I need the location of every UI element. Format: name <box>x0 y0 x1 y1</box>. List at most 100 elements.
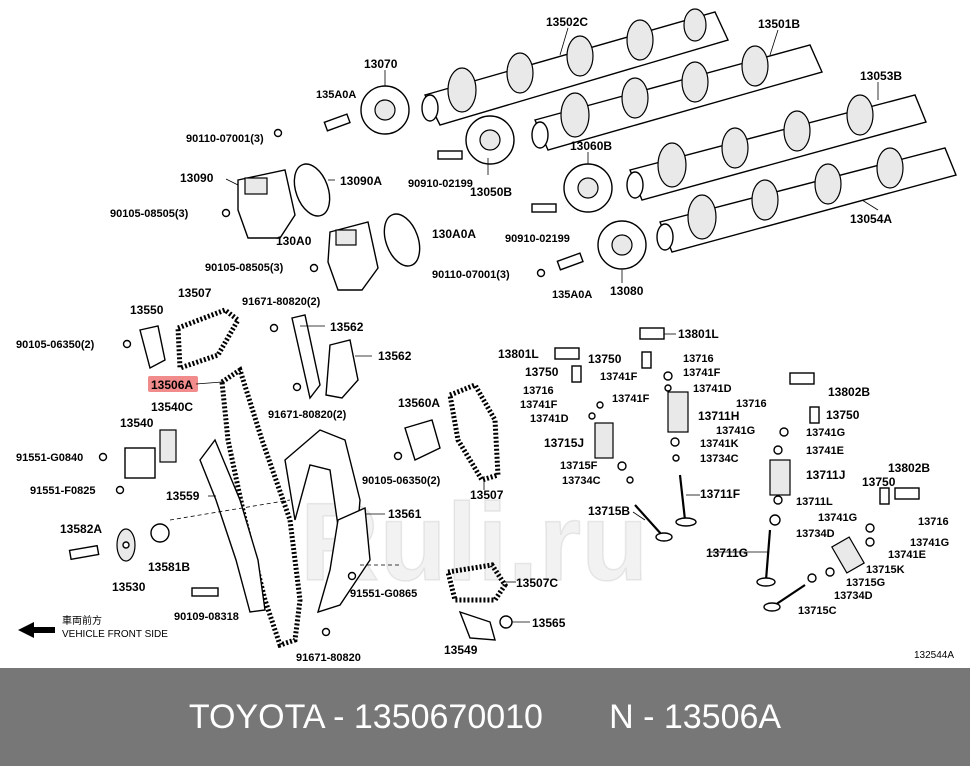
small-valve-parts[interactable] <box>588 371 875 583</box>
camshaft-13054A[interactable] <box>656 147 957 253</box>
timing-chain-13506A[interactable] <box>219 366 303 649</box>
camshaft-13053B[interactable] <box>626 94 927 201</box>
label-13711H: 13711H <box>698 409 739 423</box>
label-13741G-b: 13741G <box>806 427 845 439</box>
label-13734C-b: 13734C <box>562 475 601 487</box>
vvt-valve-135A0A-bottom[interactable] <box>556 252 584 271</box>
label-90105-08505-b: 90105-08505(3) <box>205 262 284 274</box>
cam-timing-gear-13080[interactable] <box>597 220 647 270</box>
label-13502C: 13502C <box>546 15 588 29</box>
bolt-90910-a[interactable] <box>437 150 463 160</box>
tensioner-13550[interactable] <box>139 325 166 370</box>
label-91551-G0840: 91551-G0840 <box>16 452 83 464</box>
label-13741G-c: 13741G <box>818 512 857 524</box>
label-13802B-b: 13802B <box>888 461 930 475</box>
label-13801L-b: 13801L <box>498 347 539 361</box>
label-135A0A-top: 135A0A <box>316 89 356 101</box>
chain-tensioner-13562[interactable] <box>291 314 359 400</box>
label-13560A: 13560A <box>398 396 440 410</box>
valve-13715C[interactable] <box>763 584 806 612</box>
bolts[interactable] <box>98 128 546 637</box>
label-13741F-c: 13741F <box>683 367 721 379</box>
label-90105-06350-b: 90105-06350(2) <box>362 475 441 487</box>
tensioner-13540[interactable] <box>124 429 177 479</box>
exhaust-valve-13711F[interactable] <box>675 474 697 527</box>
label-13734C-a: 13734C <box>700 453 739 465</box>
label-13506A: 13506A <box>151 378 193 392</box>
tensioner-13549[interactable] <box>458 610 496 641</box>
intake-valve-13715B[interactable] <box>634 504 673 542</box>
label-13741G-d: 13741G <box>910 537 949 549</box>
label-13711L: 13711L <box>796 496 833 508</box>
leader-lines <box>195 27 879 623</box>
label-13741E-b: 13741E <box>888 549 926 561</box>
label-90109: 90109-08318 <box>174 611 239 623</box>
oil-control-valve-cover-130A0[interactable] <box>327 221 379 291</box>
label-13507-mid: 13507 <box>470 488 504 502</box>
label-13741E-a: 13741E <box>806 445 844 457</box>
valve-13711G[interactable] <box>756 529 776 587</box>
camshaft-13502C[interactable] <box>421 8 729 126</box>
label-90110-b: 90110-07001(3) <box>432 269 510 281</box>
vvt-valve-135A0A-top[interactable] <box>323 113 351 132</box>
label-13741F-d: 13741F <box>612 393 650 405</box>
timing-chain-13507-mid[interactable] <box>447 381 501 483</box>
vehicle-front-label-jp: 車両前方 <box>62 614 102 627</box>
label-13054A: 13054A <box>850 212 892 226</box>
camshaft-13501B[interactable] <box>531 44 823 151</box>
lash-adjusters[interactable] <box>571 351 890 505</box>
label-13741D-b: 13741D <box>530 413 569 425</box>
chain-tensioner-13560A[interactable] <box>404 419 441 461</box>
label-13734D-a: 13734D <box>796 528 835 540</box>
sprocket-13530-ring[interactable] <box>122 541 130 549</box>
label-90910-b: 90910-02199 <box>505 233 570 245</box>
chain-guide-13559[interactable] <box>199 438 266 613</box>
label-13715G: 13715G <box>846 577 885 589</box>
pin-13582A[interactable] <box>68 544 100 561</box>
o-ring-130A0A[interactable] <box>378 209 427 271</box>
label-13507C: 13507C <box>516 576 558 590</box>
label-13715C: 13715C <box>798 605 837 617</box>
bolt-13565[interactable] <box>499 615 513 629</box>
label-91671-a: 91671-80820(2) <box>242 296 321 308</box>
label-13090: 13090 <box>180 171 214 185</box>
exploded-view-svg: Ruli.ru <box>16 8 957 664</box>
timing-chain-13507-top[interactable] <box>175 307 242 372</box>
parts-diagram: Ruli.ru <box>16 8 957 664</box>
label-130A0: 130A0 <box>276 234 312 248</box>
chain-13507C[interactable] <box>444 562 508 603</box>
label-13565: 13565 <box>532 616 566 630</box>
diagram-code: 132544A <box>914 650 954 661</box>
label-13715B: 13715B <box>588 504 630 518</box>
chain-slipper-13561[interactable] <box>316 506 371 614</box>
o-ring-13090A[interactable] <box>288 159 337 221</box>
bolt-90910-b[interactable] <box>531 203 557 213</box>
label-13070: 13070 <box>364 57 398 71</box>
label-13540C: 13540C <box>151 400 193 414</box>
label-13582A: 13582A <box>60 522 102 536</box>
vehicle-front-label-en: VEHICLE FRONT SIDE <box>62 629 168 640</box>
label-13080: 13080 <box>610 284 644 298</box>
label-13741D-a: 13741D <box>693 383 732 395</box>
valve-springs[interactable] <box>594 391 865 574</box>
part-number-footer: TOYOTA - 1350670010 N - 13506A <box>0 668 970 766</box>
label-91671-c: 91671-80820 <box>296 652 361 664</box>
label-13090A: 13090A <box>340 174 382 188</box>
label-13501B: 13501B <box>758 17 800 31</box>
label-13716-b: 13716 <box>523 385 554 397</box>
label-13741G-a: 13741G <box>716 425 755 437</box>
label-13053B: 13053B <box>860 69 902 83</box>
label-13050B: 13050B <box>470 185 512 199</box>
label-13715J: 13715J <box>544 436 584 450</box>
washer-13581B[interactable] <box>150 523 170 543</box>
cam-timing-gear-13050B[interactable] <box>465 115 515 165</box>
cam-timing-gear-13070[interactable] <box>360 85 410 135</box>
selected-part-highlight <box>148 376 198 392</box>
oil-control-valve-cover-13090[interactable] <box>237 169 296 239</box>
label-13060B: 13060B <box>570 139 612 153</box>
label-13716-d: 13716 <box>918 516 949 528</box>
rocker-arms[interactable] <box>554 327 920 500</box>
cam-timing-gear-13060B[interactable] <box>563 163 613 213</box>
label-13801L-a: 13801L <box>678 327 719 341</box>
